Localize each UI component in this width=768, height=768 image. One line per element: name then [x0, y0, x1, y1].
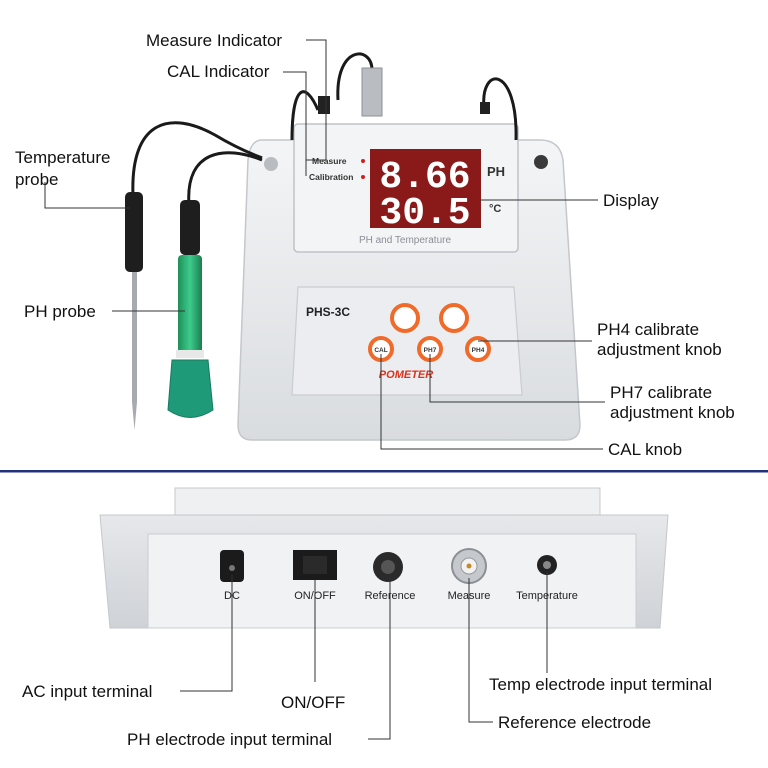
callout-ph4-knob-line2: adjustment knob [597, 340, 722, 359]
ph7-knob-label: PH7 [424, 347, 437, 354]
ph4-knob[interactable] [465, 336, 491, 362]
temperature-probe-rod [132, 272, 137, 402]
switch-rocker [303, 556, 327, 574]
leader-reference-electrode [468, 578, 493, 723]
callout-measure-indicator: Measure Indicator [146, 31, 282, 50]
ph-probe-guard [167, 359, 214, 418]
panel-caption: PH and Temperature [359, 235, 452, 246]
ph4-knob-label: PH4 [472, 347, 485, 354]
leader-cal-indicator [283, 71, 307, 176]
section-divider [0, 470, 768, 473]
temp-reading: 30.5 [379, 192, 470, 235]
temp-unit: °C [489, 203, 501, 215]
connector [318, 96, 330, 114]
callout-display: Display [603, 191, 659, 210]
leader-temperature-probe [44, 182, 130, 209]
callout-ph7-knob-line2: adjustment knob [610, 403, 735, 422]
probe-cable [187, 151, 263, 206]
screw-hole [264, 157, 278, 171]
measure-terminal-pin [466, 563, 472, 569]
round-button[interactable] [439, 303, 469, 333]
leader-measure-indicator [306, 39, 327, 161]
back-view: DC ON/OFF Reference Measure Temperature [99, 487, 669, 629]
leader-cal-knob [380, 354, 603, 450]
ph-reading: 8.66 [379, 156, 470, 199]
callout-ph4-knob-line1: PH4 calibrate [597, 320, 699, 339]
callout-temperature-probe-line1: Temperature [15, 148, 110, 167]
display-screen [370, 149, 481, 228]
connector [480, 102, 490, 114]
callout-ac-input: AC input terminal [22, 682, 152, 701]
callout-ph-probe: PH probe [24, 302, 96, 321]
callout-cal-knob: CAL knob [608, 440, 682, 459]
temperature-probe-tip [132, 402, 137, 430]
connector [361, 67, 383, 117]
temperature-jack-hole [543, 561, 551, 569]
brand-logo: POMETER [379, 369, 433, 381]
leader-ph-electrode [368, 578, 391, 740]
cal-knob-label: CAL [374, 347, 387, 354]
ph-probe-band [176, 350, 204, 358]
callout-cal-indicator: CAL Indicator [167, 62, 270, 81]
screw-hole [534, 155, 548, 169]
front-view: 8.66 30.5 PH °C Measure Calibration PH a… [125, 52, 581, 441]
temperature-probe-handle [125, 192, 143, 272]
dc-pin [229, 565, 235, 571]
probe-cable [336, 52, 374, 101]
measure-indicator-label: Measure [312, 156, 347, 166]
measure-led [361, 159, 365, 163]
ph-probe-cap [180, 200, 200, 255]
callout-reference-electrode: Reference electrode [498, 713, 651, 732]
callout-ph-electrode: PH electrode input terminal [127, 730, 332, 749]
ph-probe-body [178, 255, 202, 355]
leader-lines [44, 39, 605, 740]
callout-temperature-probe-line2: probe [15, 170, 58, 189]
model-label: PHS-3C [306, 305, 350, 319]
leader-ac-input [180, 575, 233, 692]
callout-onoff: ON/OFF [281, 693, 345, 712]
calibration-indicator-label: Calibration [309, 172, 353, 182]
callouts: Measure Indicator CAL Indicator Temperat… [15, 31, 735, 749]
probe-cable [482, 77, 518, 141]
probe-cable [290, 90, 320, 141]
calibration-led [361, 175, 365, 179]
leader-ph7-knob [429, 354, 605, 403]
reference-terminal-center [381, 560, 395, 574]
round-button[interactable] [390, 303, 420, 333]
ph-unit: PH [487, 164, 505, 179]
callout-ph7-knob-line1: PH7 calibrate [610, 383, 712, 402]
probe-cable [131, 121, 263, 197]
callout-temp-electrode: Temp electrode input terminal [489, 675, 712, 694]
